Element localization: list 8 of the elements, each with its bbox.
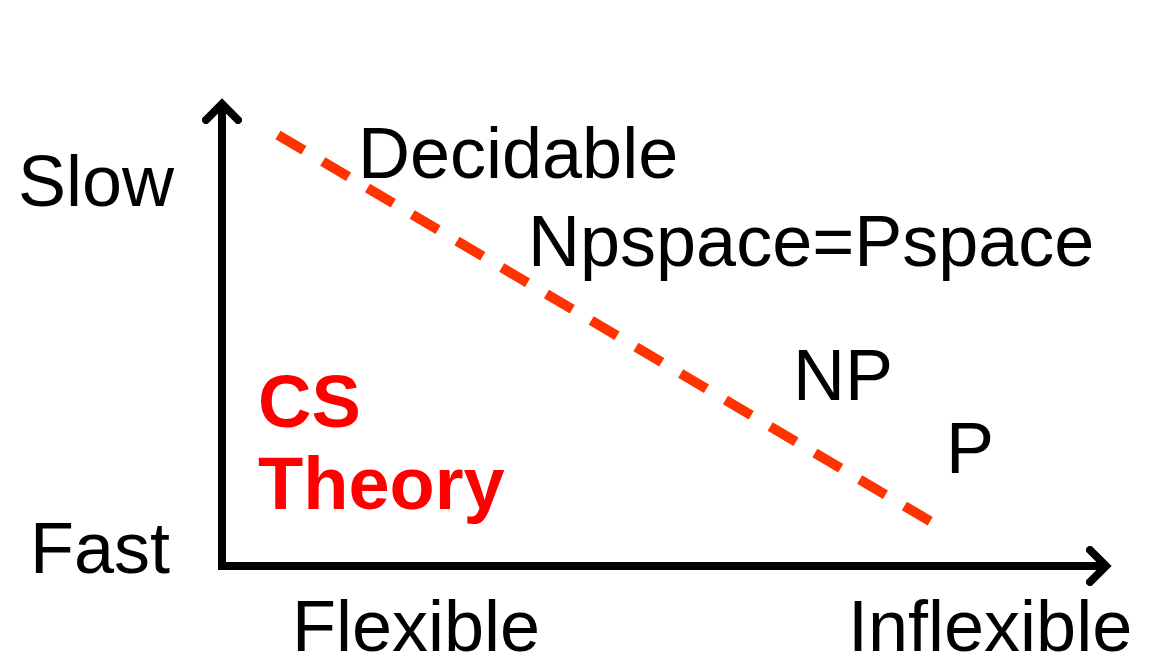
axis-label: Fast <box>30 512 171 584</box>
axis-region-label: Decidable <box>358 117 679 189</box>
title-label: CS Theory <box>258 361 506 525</box>
axis-label: Inflexible <box>848 590 1133 662</box>
axis-region-label: NP <box>793 339 894 411</box>
axis-region-label: P <box>946 412 995 484</box>
axis-label: Slow <box>18 145 175 217</box>
axis-label: Flexible <box>292 590 541 662</box>
